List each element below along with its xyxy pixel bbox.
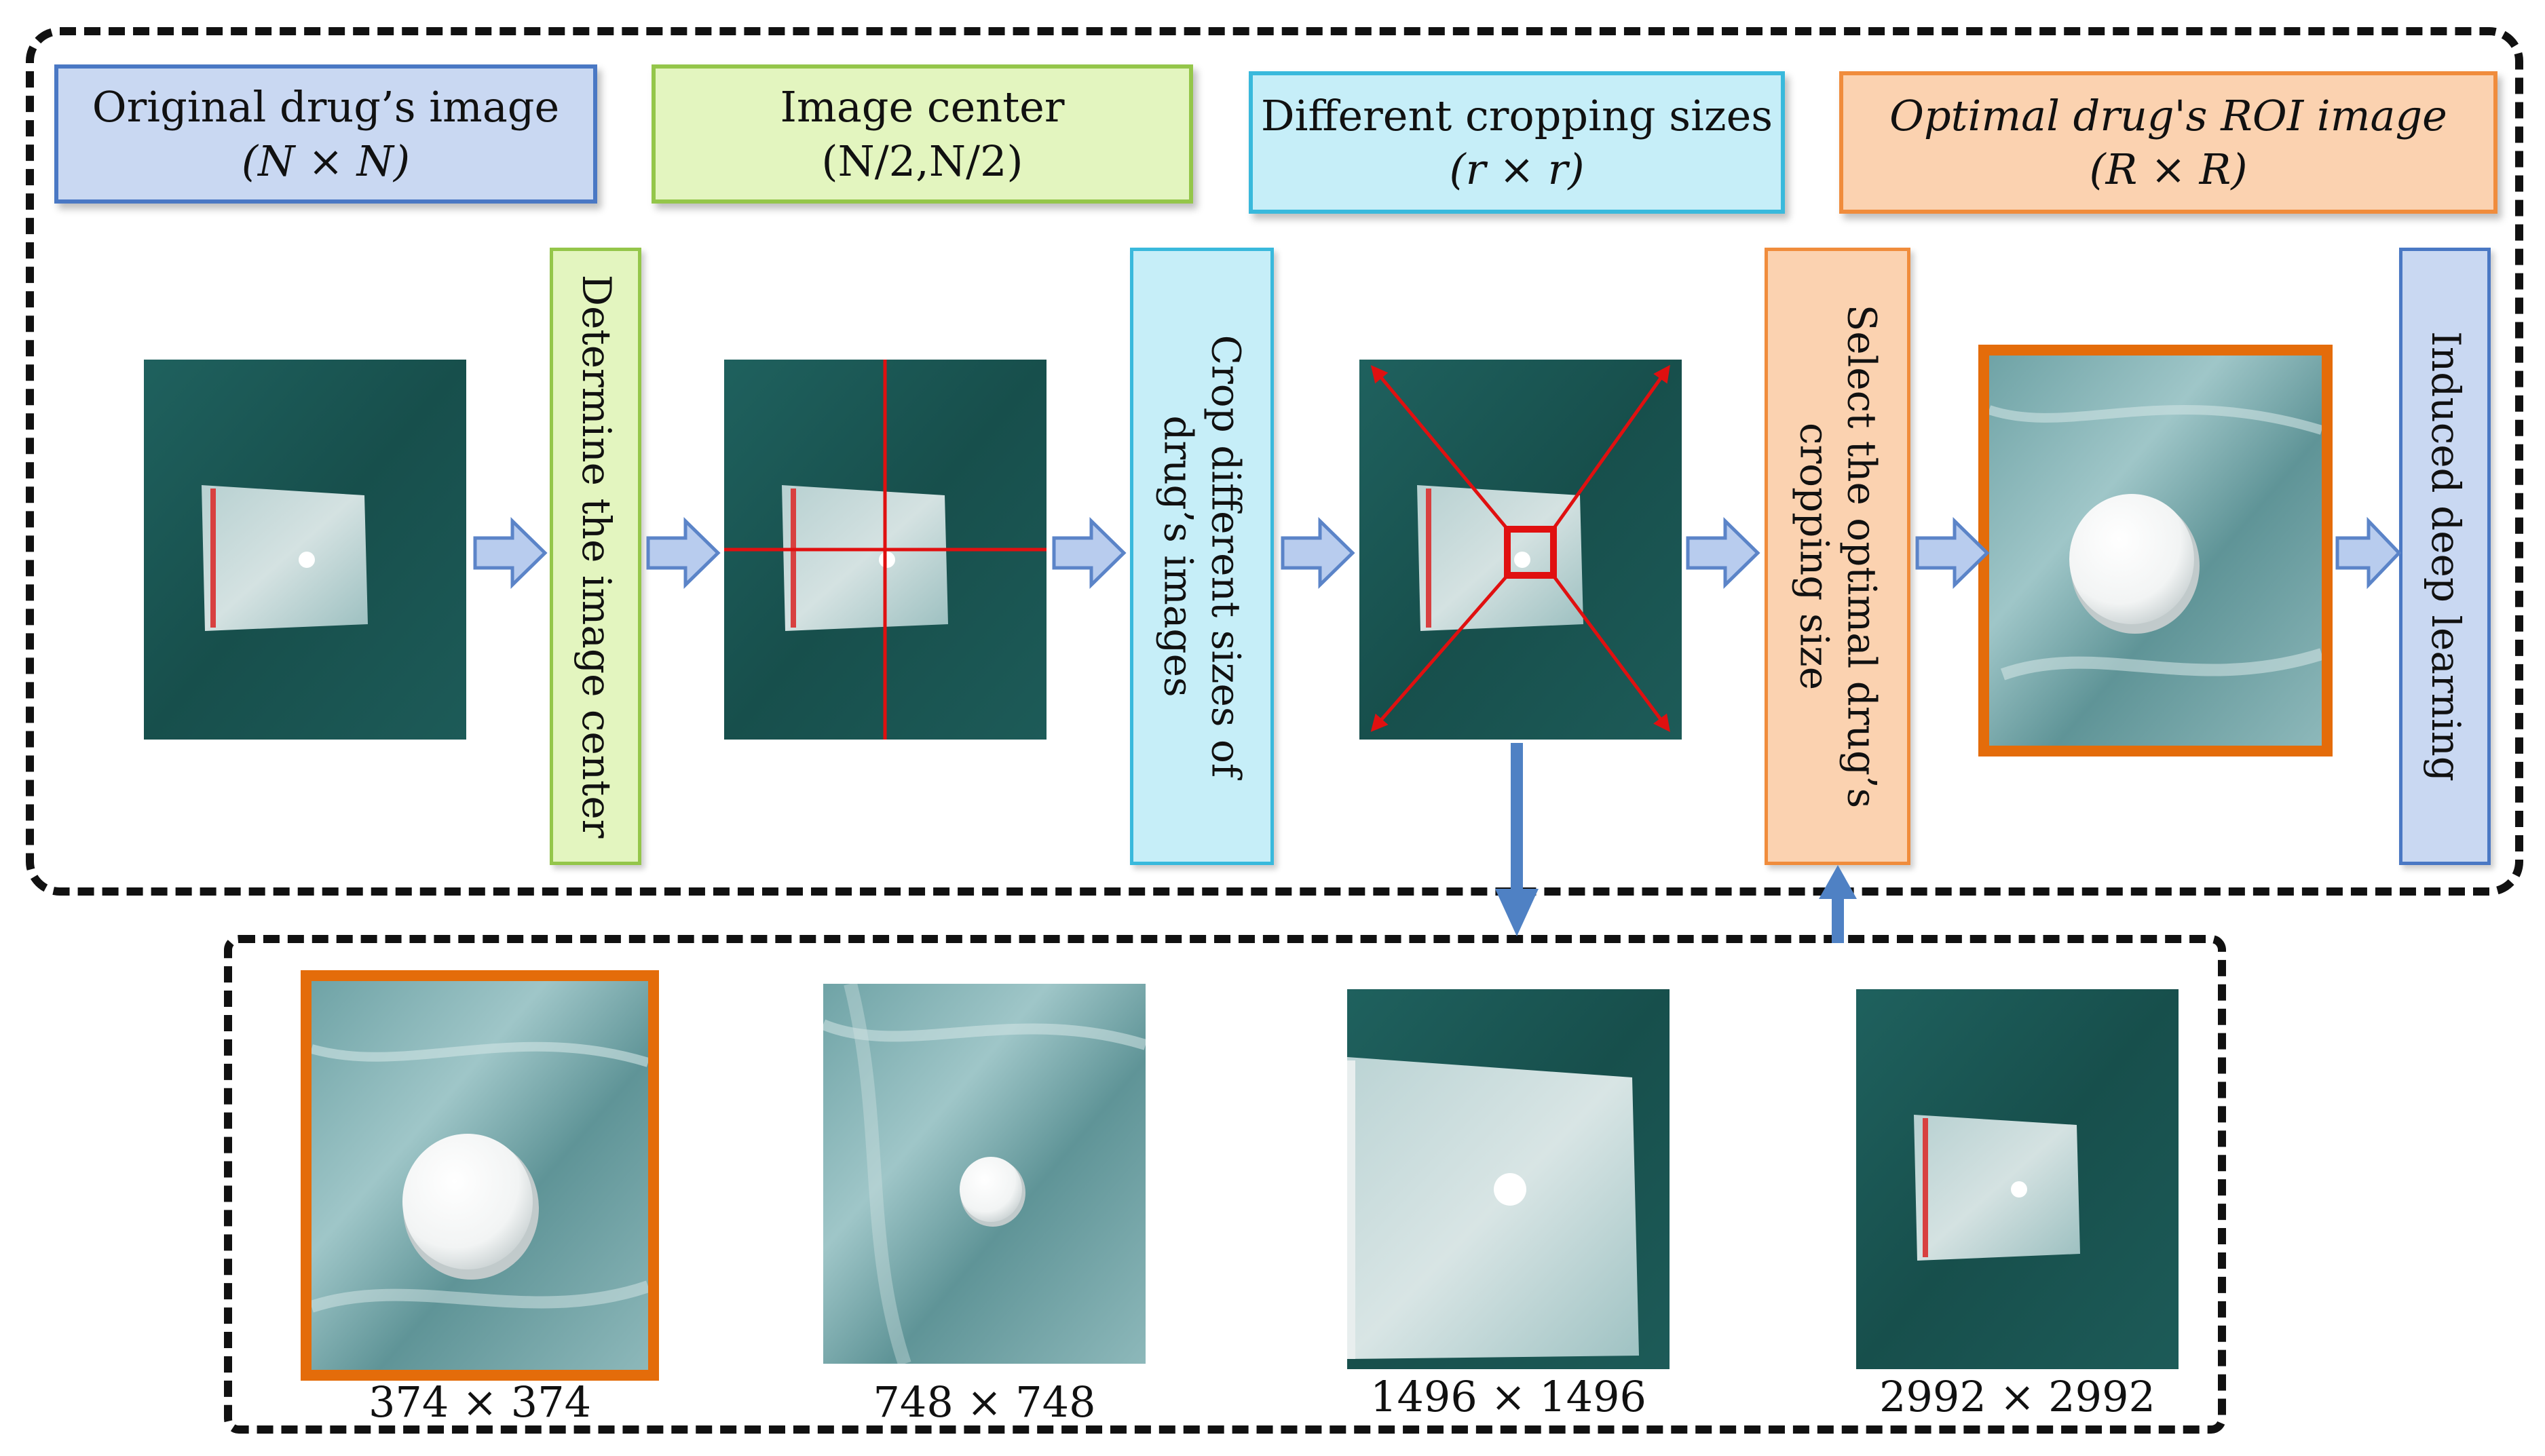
step-crop-sizes: Crop different sizes of drug’s images bbox=[1130, 248, 1274, 865]
header-center-coords: (N/2,N/2) bbox=[821, 136, 1023, 186]
header-image-center: Image center (N/2,N/2) bbox=[652, 64, 1193, 204]
header-cropping-title: Different cropping sizes bbox=[1260, 90, 1773, 140]
down-link-arrow bbox=[1495, 743, 1539, 936]
caption-374: 374 × 374 bbox=[368, 1377, 592, 1427]
step-determine-label: Determine the image center bbox=[573, 274, 620, 839]
crop-square bbox=[1504, 526, 1557, 579]
flow-arrow-4 bbox=[1281, 517, 1355, 589]
caption-748: 748 × 748 bbox=[873, 1377, 1096, 1427]
header-cropping-sizes: Different cropping sizes (r × r) bbox=[1249, 71, 1785, 214]
header-original-size: (N × N) bbox=[241, 136, 411, 186]
image-center-photo bbox=[724, 360, 1047, 740]
crop-sample-748 bbox=[823, 984, 1146, 1364]
crop-sample-1496 bbox=[1347, 989, 1670, 1369]
step-select-optimal: Select the optimal drug’s cropping size bbox=[1765, 248, 1910, 865]
pipeline-container bbox=[26, 27, 2523, 896]
step-crop-label: Crop different sizes of drug’s images bbox=[1154, 335, 1249, 778]
header-optimal-title: Optimal drug's ROI image bbox=[1889, 90, 2447, 140]
up-link-arrow bbox=[1819, 865, 1857, 943]
caption-1496: 1496 × 1496 bbox=[1370, 1372, 1646, 1421]
step-crop-label-line1: Crop different sizes of bbox=[1203, 334, 1249, 778]
step-deep-learning-label: Induced deep learning bbox=[2422, 330, 2469, 782]
header-center-title: Image center bbox=[780, 82, 1065, 132]
step-crop-label-line2: drug’s images bbox=[1156, 415, 1202, 697]
step-select-label: Select the optimal drug’s cropping size bbox=[1790, 305, 1885, 809]
flow-arrow-3 bbox=[1052, 517, 1127, 589]
crop-samples-container bbox=[224, 935, 2226, 1434]
optimal-roi-photo bbox=[1978, 345, 2333, 756]
header-cropping-size: (r × r) bbox=[1449, 145, 1585, 194]
header-original-image: Original drug’s image (N × N) bbox=[54, 64, 597, 204]
crop-sample-2992 bbox=[1856, 989, 2179, 1369]
crop-sample-374 bbox=[301, 970, 659, 1381]
caption-2992: 2992 × 2992 bbox=[1879, 1372, 2155, 1421]
step-select-label-line2: cropping size bbox=[1791, 422, 1838, 691]
flow-arrow-1 bbox=[473, 517, 548, 589]
step-select-label-line1: Select the optimal drug’s bbox=[1839, 304, 1885, 809]
flow-arrow-7 bbox=[2335, 516, 2402, 590]
flow-arrow-5 bbox=[1686, 517, 1760, 589]
step-deep-learning: Induced deep learning bbox=[2399, 248, 2491, 865]
header-original-title: Original drug’s image bbox=[92, 82, 560, 132]
header-optimal-roi: Optimal drug's ROI image (R × R) bbox=[1839, 71, 2497, 214]
original-drug-photo bbox=[144, 360, 466, 740]
flow-arrow-2 bbox=[646, 517, 721, 589]
cropping-photo bbox=[1359, 360, 1682, 740]
header-optimal-size: (R × R) bbox=[2089, 145, 2248, 194]
step-determine-center: Determine the image center bbox=[550, 248, 641, 865]
flow-arrow-6 bbox=[1915, 517, 1990, 589]
